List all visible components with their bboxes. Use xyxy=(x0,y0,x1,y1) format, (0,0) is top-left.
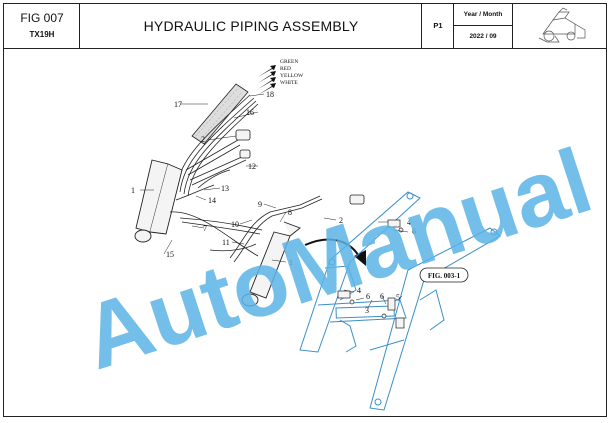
drawing-sheet: FIG 007 TX19H HYDRAULIC PIPING ASSEMBLY … xyxy=(3,3,607,417)
year-month-label: Year / Month xyxy=(454,4,512,26)
drawing-title: HYDRAULIC PIPING ASSEMBLY xyxy=(143,18,359,34)
title-cell: HYDRAULIC PIPING ASSEMBLY xyxy=(80,4,422,48)
year-month-value: 2022 / 09 xyxy=(469,33,497,40)
model-code: TX19H xyxy=(29,30,55,39)
loader-thumbnail xyxy=(513,4,606,48)
page-cell: P1 xyxy=(422,4,454,48)
page-number: P1 xyxy=(433,21,443,30)
fig-number-cell: FIG 007 TX19H xyxy=(4,4,80,48)
loader-thumbnail-icon xyxy=(538,7,586,43)
fig-number: FIG 007 xyxy=(20,11,64,25)
year-month-cell: Year / Month 2022 / 09 xyxy=(454,4,513,48)
title-block: FIG 007 TX19H HYDRAULIC PIPING ASSEMBLY … xyxy=(4,4,606,49)
